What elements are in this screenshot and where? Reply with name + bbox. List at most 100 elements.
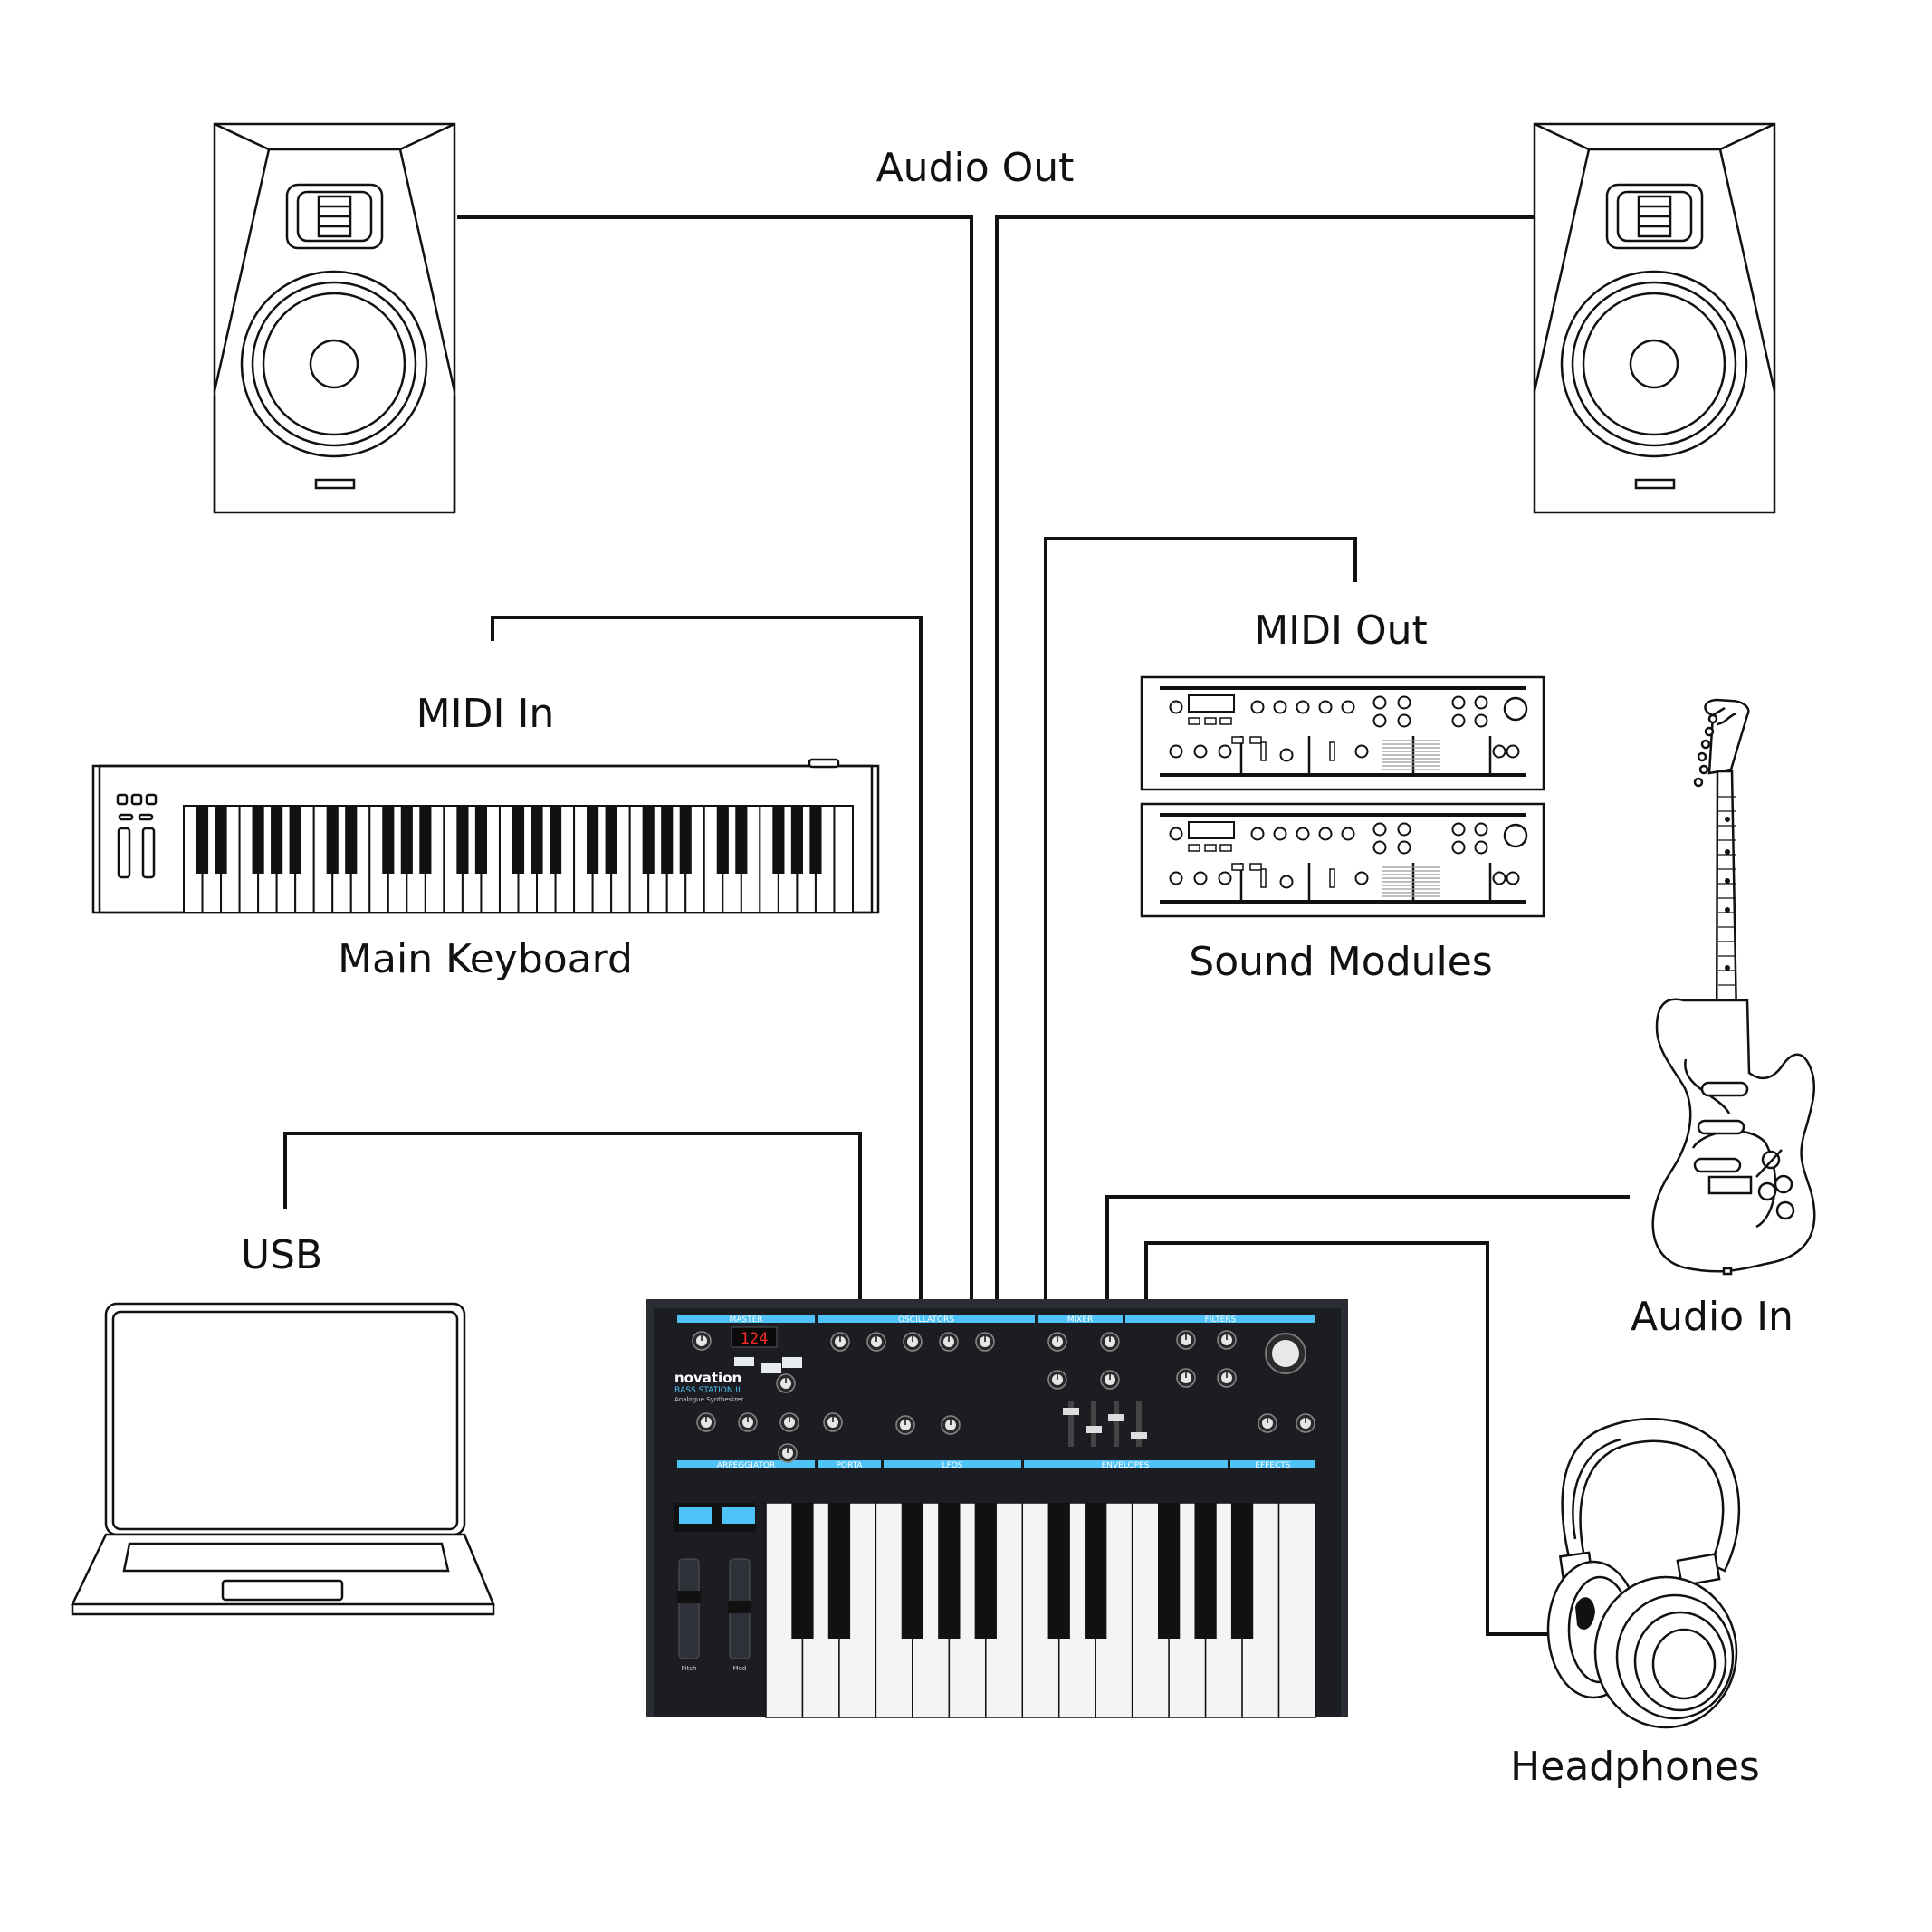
woofer-icon bbox=[240, 270, 428, 458]
synth-black-key[interactable] bbox=[974, 1503, 997, 1639]
filters-section-label: FILTERS bbox=[1205, 1315, 1237, 1325]
synth-black-key[interactable] bbox=[938, 1503, 961, 1639]
synth-knobs bbox=[692, 1330, 1315, 1463]
module-knob[interactable] bbox=[1296, 827, 1310, 841]
guitar-pickups bbox=[1693, 1081, 1753, 1195]
white-key bbox=[833, 805, 855, 913]
black-key bbox=[456, 806, 469, 874]
module-knob[interactable] bbox=[1397, 822, 1411, 837]
black-key bbox=[661, 806, 674, 874]
black-key bbox=[549, 806, 562, 874]
black-key bbox=[382, 806, 395, 874]
module-knob[interactable] bbox=[1372, 822, 1387, 837]
midi-out-label: MIDI Out bbox=[1254, 607, 1428, 654]
synth-black-key[interactable] bbox=[791, 1503, 814, 1639]
module-knob[interactable] bbox=[1451, 822, 1466, 837]
module-knob[interactable] bbox=[1506, 871, 1520, 885]
black-key bbox=[326, 806, 339, 874]
module-knob[interactable] bbox=[1273, 700, 1287, 714]
black-key bbox=[215, 806, 227, 874]
tweeter-icon bbox=[285, 183, 384, 250]
black-key bbox=[400, 806, 413, 874]
module-knob[interactable] bbox=[1372, 840, 1387, 855]
headphones bbox=[1546, 1418, 1741, 1729]
module-knob[interactable] bbox=[1169, 871, 1183, 885]
black-key bbox=[512, 806, 525, 874]
module-knob[interactable] bbox=[1218, 744, 1232, 759]
module-knob[interactable] bbox=[1296, 700, 1310, 714]
tweeter-icon bbox=[1605, 183, 1704, 250]
module-knob[interactable] bbox=[1169, 744, 1183, 759]
top-section-headers: MASTER OSCILLATORS MIXER FILTERS bbox=[677, 1315, 1315, 1325]
lfos-section-label: LFOS bbox=[942, 1461, 963, 1470]
synth-black-key[interactable] bbox=[1230, 1503, 1254, 1639]
brand-logo: novation bbox=[674, 1370, 741, 1386]
module-knob[interactable] bbox=[1372, 695, 1387, 710]
module-knob[interactable] bbox=[1397, 695, 1411, 710]
module-knob[interactable] bbox=[1397, 713, 1411, 728]
synth-white-key[interactable] bbox=[1277, 1502, 1316, 1718]
sound-modules-label: Sound Modules bbox=[1189, 939, 1492, 985]
module-knob[interactable] bbox=[1354, 871, 1369, 885]
guitar-knobs bbox=[1755, 1149, 1795, 1220]
synth-keyboard-keys bbox=[765, 1494, 1316, 1718]
module-knob[interactable] bbox=[1273, 827, 1287, 841]
module-knob[interactable] bbox=[1341, 700, 1355, 714]
synth-black-key[interactable] bbox=[1194, 1503, 1217, 1639]
module-knob[interactable] bbox=[1397, 840, 1411, 855]
headphones-label: Headphones bbox=[1510, 1744, 1760, 1790]
module-knob[interactable] bbox=[1492, 871, 1506, 885]
synth-black-key[interactable] bbox=[1047, 1503, 1070, 1639]
woofer-icon bbox=[1560, 270, 1748, 458]
module-knob[interactable] bbox=[1341, 827, 1355, 841]
black-key bbox=[735, 806, 748, 874]
mod-wheel-label: Mod bbox=[733, 1665, 747, 1672]
module-big-knob[interactable] bbox=[1503, 696, 1528, 722]
module-knob[interactable] bbox=[1250, 700, 1265, 714]
main-keyboard-label: Main Keyboard bbox=[338, 936, 633, 982]
midi-in-label: MIDI In bbox=[416, 691, 555, 737]
module-knob[interactable] bbox=[1250, 827, 1265, 841]
module-knob[interactable] bbox=[1451, 695, 1466, 710]
sound-module-2 bbox=[1140, 802, 1545, 918]
module-knob[interactable] bbox=[1279, 748, 1294, 762]
midi-in-cable bbox=[491, 616, 923, 1299]
module-knob[interactable] bbox=[1474, 822, 1488, 837]
module-knob[interactable] bbox=[1169, 827, 1183, 841]
model-subtitle: Analogue Synthesizer bbox=[674, 1396, 743, 1403]
pitch-wheel[interactable] bbox=[678, 1558, 700, 1659]
module-knob[interactable] bbox=[1169, 700, 1183, 714]
synth-black-key[interactable] bbox=[901, 1503, 924, 1639]
synth-black-key[interactable] bbox=[827, 1503, 851, 1639]
audio-out-label: Audio Out bbox=[876, 145, 1075, 191]
module-knob[interactable] bbox=[1354, 744, 1369, 759]
led-display bbox=[731, 1326, 778, 1348]
effects-section-label: EFFECTS bbox=[1255, 1461, 1291, 1470]
module-knob[interactable] bbox=[1506, 744, 1520, 759]
keyboard-keys bbox=[183, 805, 855, 913]
synth-black-key[interactable] bbox=[1085, 1503, 1107, 1639]
module-knob[interactable] bbox=[1318, 827, 1333, 841]
module-knob[interactable] bbox=[1474, 840, 1488, 855]
synth-black-key[interactable] bbox=[1157, 1503, 1181, 1639]
sound-module-1 bbox=[1140, 675, 1545, 791]
module-knob[interactable] bbox=[1193, 744, 1208, 759]
module-knob[interactable] bbox=[1372, 713, 1387, 728]
module-knob[interactable] bbox=[1451, 840, 1466, 855]
module-knob[interactable] bbox=[1492, 744, 1506, 759]
module-knob[interactable] bbox=[1193, 871, 1208, 885]
module-knob[interactable] bbox=[1474, 713, 1488, 728]
main-keyboard bbox=[91, 758, 880, 914]
audio-out-left-cable bbox=[457, 215, 973, 1299]
module-knob[interactable] bbox=[1318, 700, 1333, 714]
module-knob[interactable] bbox=[1451, 713, 1466, 728]
module-knob[interactable] bbox=[1279, 875, 1294, 889]
module-knob[interactable] bbox=[1474, 695, 1488, 710]
black-key bbox=[271, 806, 283, 874]
black-key bbox=[252, 806, 264, 874]
module-big-knob[interactable] bbox=[1503, 823, 1528, 848]
master-section-label: MASTER bbox=[729, 1315, 762, 1325]
envelope-sliders bbox=[1063, 1401, 1147, 1447]
module-knob[interactable] bbox=[1218, 871, 1232, 885]
